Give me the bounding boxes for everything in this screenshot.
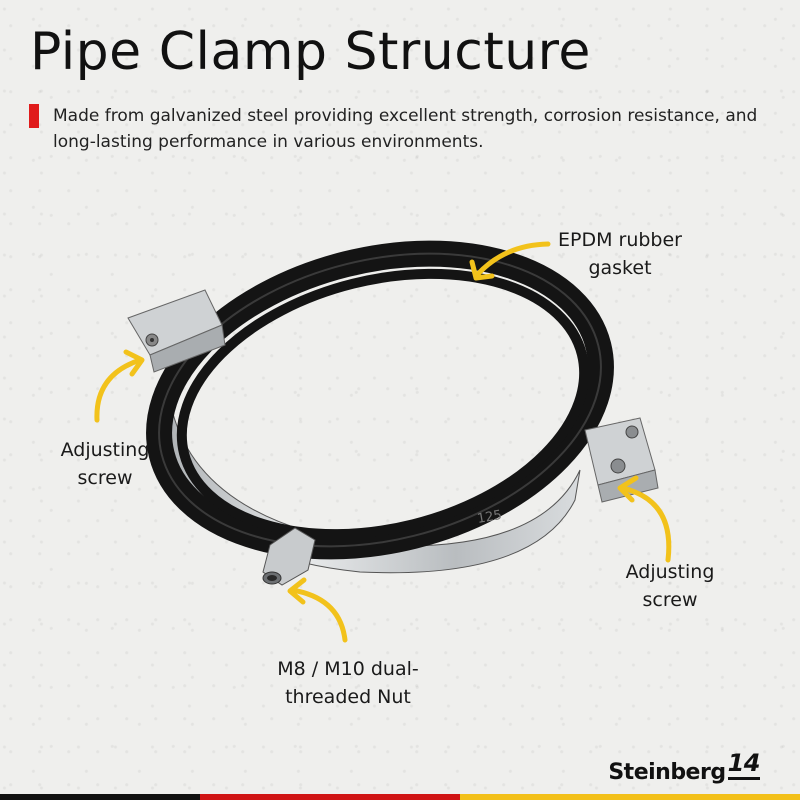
strip-yellow	[460, 794, 800, 800]
callout-nut-label: M8 / M10 dual- threaded Nut	[277, 658, 419, 708]
strip-red	[200, 794, 460, 800]
right-bracket	[584, 417, 659, 503]
arrow-gasket	[469, 241, 551, 281]
rubber-ring-inner	[176, 268, 590, 540]
clamp-ring: 125	[146, 240, 614, 574]
brand-mark: 14	[727, 749, 761, 780]
callout-adjusting-screw-right-label: Adjusting screw	[625, 561, 715, 611]
accent-bar	[29, 104, 39, 128]
page-title: Pipe Clamp Structure	[30, 22, 591, 82]
arrow-nut	[287, 577, 348, 643]
size-marking: 125	[476, 508, 503, 527]
bottom-color-strip	[0, 794, 800, 800]
left-bracket	[127, 289, 226, 373]
hex-nut	[262, 527, 316, 586]
callout-adjusting-screw-left-label: Adjusting screw	[60, 439, 150, 489]
rubber-ring-groove	[158, 252, 602, 548]
brand-name: Steinberg	[608, 760, 726, 785]
brand-logo: Steinberg14	[608, 749, 760, 788]
right-screw-head	[610, 458, 626, 474]
description-text: Made from galvanized steel providing exc…	[53, 106, 758, 152]
arrow-adjusting-right	[617, 475, 672, 563]
arrow-adjusting-left	[94, 349, 145, 423]
callout-gasket-label: EPDM rubber gasket	[557, 229, 682, 279]
